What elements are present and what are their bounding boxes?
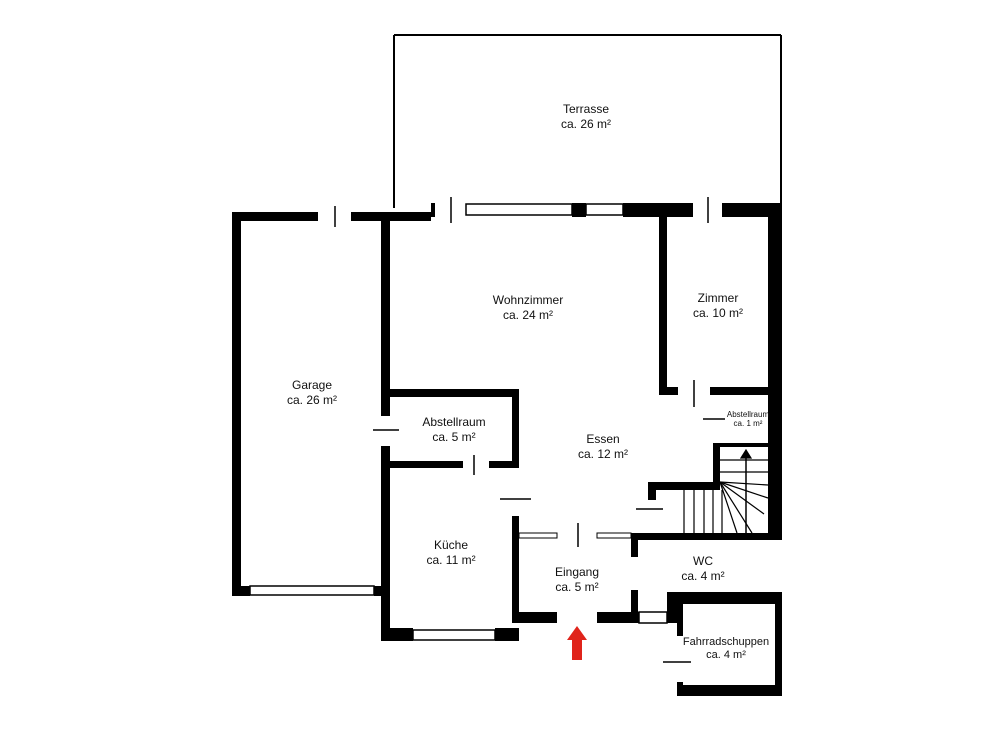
window-wohnzimmer-1 xyxy=(465,203,573,216)
garage-area: ca. 26 m² xyxy=(287,393,337,407)
abstellraum-area: ca. 5 m² xyxy=(432,430,475,444)
window-wohnzimmer-2 xyxy=(585,203,624,216)
eingang-area: ca. 5 m² xyxy=(555,580,598,594)
garage-door xyxy=(249,585,375,596)
wohnzimmer-area: ca. 24 m² xyxy=(503,308,553,322)
windows xyxy=(249,203,668,641)
terrasse-name: Terrasse xyxy=(563,102,609,116)
abstellraum-small-area: ca. 1 m² xyxy=(734,419,763,428)
kueche-name: Küche xyxy=(434,538,468,552)
eingang-name: Eingang xyxy=(555,565,599,579)
zimmer-name: Zimmer xyxy=(698,291,739,305)
essen-name: Essen xyxy=(586,432,619,446)
essen-area: ca. 12 m² xyxy=(578,447,628,461)
kueche-area: ca. 11 m² xyxy=(426,553,475,567)
garage-name: Garage xyxy=(292,378,332,392)
staircase-icon xyxy=(683,448,769,534)
sliding-door xyxy=(518,532,632,539)
window-wc xyxy=(638,611,668,624)
room-labels: Terrasse ca. 26 m² Garage ca. 26 m² Wohn… xyxy=(287,102,769,661)
walls xyxy=(232,203,782,696)
fahrradschuppen-area: ca. 4 m² xyxy=(706,649,746,661)
window-kueche xyxy=(412,629,496,641)
door-markers xyxy=(334,197,725,663)
wc-area: ca. 4 m² xyxy=(681,569,724,583)
terrace-outline xyxy=(393,34,782,208)
zimmer-area: ca. 10 m² xyxy=(693,306,743,320)
abstellraum-name: Abstellraum xyxy=(422,415,485,429)
terrasse-area: ca. 26 m² xyxy=(561,117,611,131)
fahrradschuppen-name: Fahrradschuppen xyxy=(683,636,769,648)
abstellraum-small-name: Abstellraum xyxy=(727,410,770,419)
red-up-arrow-icon xyxy=(567,626,587,660)
wc-name: WC xyxy=(693,554,713,568)
wohnzimmer-name: Wohnzimmer xyxy=(493,293,563,307)
